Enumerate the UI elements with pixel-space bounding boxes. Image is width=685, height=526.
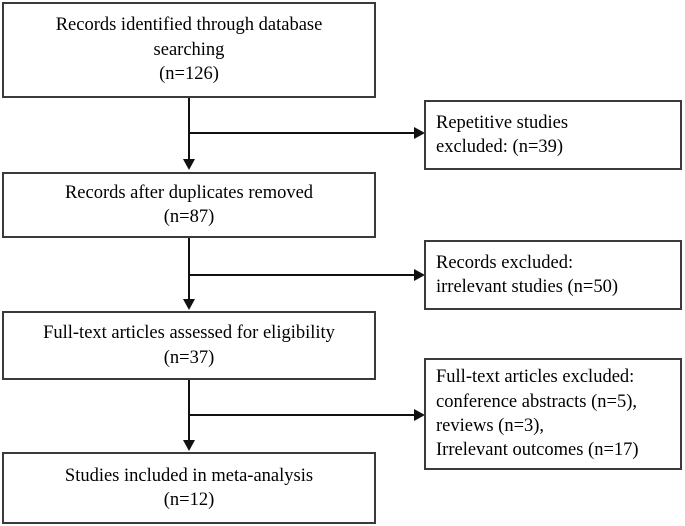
flow-box-eligibility: Full-text articles assessed for eligibil…: [2, 311, 376, 380]
flow-box-identification-line-1: Records identified through database: [55, 15, 323, 36]
connector-3-vertical: [188, 380, 190, 441]
connector-3-branch-arrowhead: [414, 409, 425, 421]
exclusion-box-records-excluded-line-2: irrelevant studies (n=50): [436, 277, 619, 297]
exclusion-box-repetitive-excluded-line-2: excluded: (n=39): [436, 137, 564, 157]
exclusion-box-fulltext-excluded-line-3: reviews (n=3),: [436, 416, 545, 436]
exclusion-box-records-excluded-line-1: Records excluded:: [436, 252, 574, 273]
flow-box-identification-line-2: searching: [153, 39, 225, 60]
flow-box-included: Studies included in meta-analysis (n=12): [2, 452, 376, 524]
flow-box-after-duplicates-line-1: Records after duplicates removed: [64, 182, 314, 203]
connector-2-vertical: [188, 238, 190, 300]
connector-3-arrowhead: [183, 440, 195, 451]
connector-2-branch-horizontal: [188, 274, 418, 276]
flow-box-identification: Records identified through database sear…: [2, 2, 376, 98]
exclusion-box-fulltext-excluded: Full-text articles excluded: conference …: [424, 358, 682, 470]
connector-2-branch-arrowhead: [414, 269, 425, 281]
flow-box-identification-line-3: (n=126): [159, 64, 219, 85]
connector-1-vertical: [188, 98, 190, 160]
flow-box-eligibility-line-1: Full-text articles assessed for eligibil…: [43, 323, 335, 344]
connector-2-arrowhead: [183, 299, 195, 310]
exclusion-box-fulltext-excluded-line-1: Full-text articles excluded:: [436, 367, 635, 388]
exclusion-box-fulltext-excluded-line-4: Irrelevant outcomes (n=17): [436, 440, 639, 461]
exclusion-box-repetitive-excluded: Repetitive studies excluded: (n=39): [424, 100, 682, 170]
exclusion-box-repetitive-excluded-line-1: Repetitive studies: [436, 112, 569, 133]
flow-box-after-duplicates-line-2: (n=87): [163, 207, 215, 227]
flow-box-included-line-1: Studies included in meta-analysis: [64, 465, 314, 486]
connector-1-branch-horizontal: [188, 132, 418, 134]
flow-box-eligibility-line-2: (n=37): [163, 347, 215, 368]
exclusion-box-records-excluded: Records excluded: irrelevant studies (n=…: [424, 240, 682, 310]
flow-box-included-line-2: (n=12): [163, 490, 215, 510]
exclusion-box-fulltext-excluded-line-2: conference abstracts (n=5),: [436, 391, 637, 412]
connector-3-branch-horizontal: [188, 414, 418, 416]
flow-box-after-duplicates: Records after duplicates removed (n=87): [2, 172, 376, 238]
connector-1-branch-arrowhead: [414, 127, 425, 139]
connector-1-arrowhead: [183, 159, 195, 170]
